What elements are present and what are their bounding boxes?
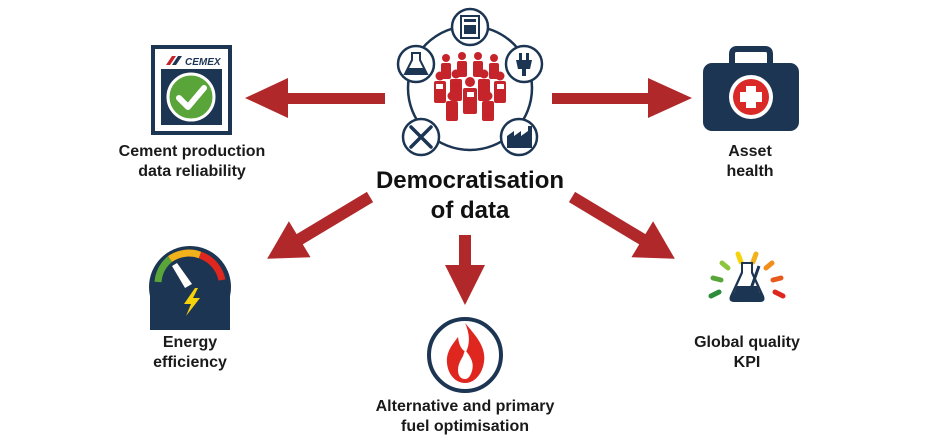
energy-label-line2: efficiency: [153, 354, 227, 371]
center-title-line2: of data: [430, 197, 510, 224]
arrow-to-quality: [568, 191, 675, 259]
center-hub: [396, 7, 544, 157]
arrows: [245, 78, 692, 305]
check-circle-icon: [166, 72, 216, 122]
medical-kit-icon: [703, 46, 799, 131]
plug-satellite: [504, 44, 544, 84]
asset-label-line1: Asset: [728, 143, 772, 160]
cement-label-line2: data reliability: [138, 163, 246, 180]
lightning-bolt-icon: [184, 288, 200, 316]
energy-gauge-icon: [149, 246, 231, 330]
asset-label: Asset health: [690, 142, 810, 182]
tools-icon: [409, 125, 433, 149]
quality-label-line2: KPI: [733, 354, 761, 371]
flask-satellite: [396, 44, 436, 84]
cemex-logo: CEMEX: [166, 56, 222, 68]
document-satellite: [450, 7, 490, 47]
flame-icon: [427, 317, 503, 393]
energy-label-line1: Energy: [162, 334, 218, 351]
svg-text:CEMEX: CEMEX: [185, 57, 222, 68]
fuel-label-line2: fuel optimisation: [401, 418, 529, 435]
energy-label: Energy efficiency: [130, 333, 250, 373]
quality-label: Global quality KPI: [672, 333, 822, 373]
fuel-label-line1: Alternative and primary: [375, 398, 555, 415]
cement-label-line1: Cement production: [118, 143, 266, 160]
center-title: Democratisation of data: [340, 166, 600, 226]
arrow-to-asset: [552, 78, 692, 118]
cement-icon: CEMEX: [151, 45, 232, 135]
plug-icon: [516, 53, 532, 76]
factory-satellite: [499, 117, 539, 157]
quality-label-line1: Global quality: [694, 334, 800, 351]
fuel-label: Alternative and primary fuel optimisatio…: [355, 397, 575, 437]
asset-label-line2: health: [726, 163, 774, 180]
center-title-line1: Democratisation: [375, 167, 565, 194]
cement-label: Cement production data reliability: [92, 142, 292, 182]
arrow-to-energy: [267, 191, 374, 259]
quality-gauge-icon: [708, 251, 786, 302]
factory-icon: [507, 126, 532, 148]
arrow-to-cement: [245, 78, 385, 118]
people-group-icon: [434, 52, 506, 121]
document-icon: [460, 15, 480, 39]
tools-satellite: [401, 117, 441, 157]
arrow-to-fuel: [445, 235, 485, 305]
